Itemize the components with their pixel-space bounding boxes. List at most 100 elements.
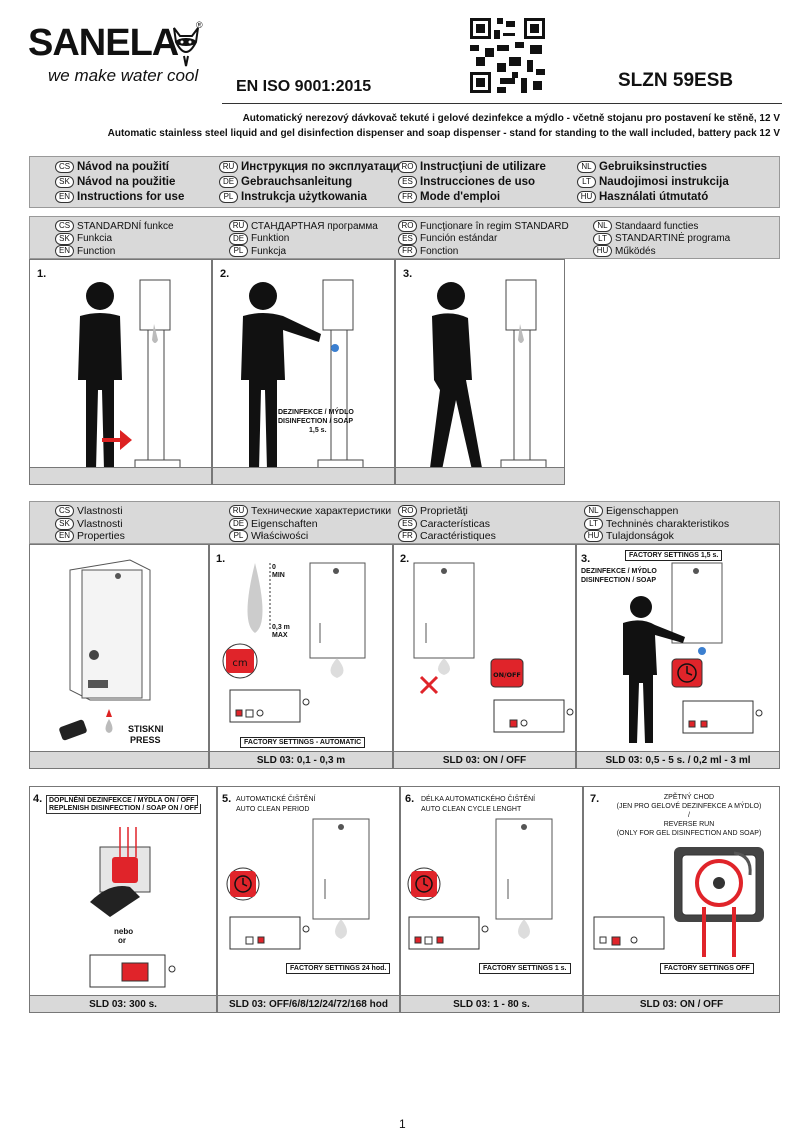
factory-settings-label: FACTORY SETTINGS - AUTOMATIC [240, 737, 366, 748]
language-text: Működés [615, 245, 656, 257]
language-text: Función estándar [420, 233, 498, 244]
setting-title-en: REPLENISH DISINFECTION / SOAP ON / OFF [46, 804, 202, 814]
language-text: Funkcja [251, 245, 287, 257]
language-code: DE [219, 176, 238, 188]
language-code: SK [55, 517, 74, 530]
control-board-icon [593, 916, 665, 950]
setting-caption-bar-5: SLD 03: OFF/6/8/12/24/72/168 hod [217, 995, 400, 1013]
subtitle-en: Automatic stainless steel liquid and gel… [107, 128, 780, 139]
brand-name: SANELA [28, 22, 179, 64]
setting-title-en: AUTO CLEAN CYCLE LENGHT [421, 806, 522, 813]
timer-button-icon [226, 867, 260, 901]
step-number: 3. [581, 553, 591, 565]
min-label: MIN [272, 572, 285, 579]
dose-label-3: 1,5 s. [309, 427, 327, 434]
language-code: FR [398, 245, 417, 257]
language-text: Instructions for use [77, 191, 185, 203]
language-code: NL [577, 161, 596, 173]
language-text: Naudojimosi instrukcija [599, 176, 729, 188]
language-code: SK [55, 176, 74, 188]
factory-settings-label: FACTORY SETTINGS 24 hod. [286, 963, 391, 974]
dispenser-overview-panel: STISKNI PRESS [29, 544, 209, 769]
title-line: (JEN PRO GELOVÉ DEZINFEKCE A MÝDLO) [616, 803, 762, 810]
arrow-icon [102, 430, 132, 450]
language-text: Fonction [420, 245, 459, 257]
language-text: Funcţionare în regim STANDARD [420, 220, 569, 232]
model-number: SLZN 59ESB [618, 70, 734, 91]
language-code: LT [577, 176, 596, 188]
dispenser-box-icon [312, 818, 370, 939]
title-line: ZPĚTNÝ CHOD [663, 794, 715, 801]
or-label: or [118, 936, 126, 945]
language-code: DE [229, 232, 248, 245]
setting-4-panel: 4. DOPLNĚNÍ DEZINFEKCE / MÝDLA ON / OFF … [29, 786, 217, 1013]
dispenser-stand-icon [317, 279, 364, 469]
step-number: 1. [37, 268, 47, 280]
language-text: STANDARDNÍ funkce [77, 220, 174, 232]
timer-button-icon [407, 867, 441, 901]
dispenser-box-icon [309, 562, 366, 678]
language-code: CS [55, 505, 74, 517]
prop-step-3-panel: 3. FACTORY SETTINGS 1,5 s. DEZINFEKCE / … [576, 544, 780, 769]
registered-mark: ® [196, 20, 203, 30]
step-number: 1. [216, 553, 226, 565]
language-code: HU [577, 191, 596, 203]
language-text: Techninės charakteristikos [606, 517, 730, 530]
language-code: CS [55, 161, 74, 173]
prop-caption-bar-0 [29, 751, 209, 769]
language-code: RU [219, 161, 238, 173]
language-code: ES [398, 176, 417, 188]
language-code: RU [229, 505, 248, 517]
pump-hand-icon [90, 827, 151, 917]
caption-text: SLD 03: 0,5 - 5 s. / 0,2 ml - 3 ml [605, 755, 751, 766]
step-2-panel: 2. DEZINFEKCE / MÝDLO DISINFECTION / SOA… [212, 259, 395, 485]
language-code: PL [229, 530, 248, 542]
language-code: EN [55, 191, 74, 203]
language-code: ES [398, 517, 417, 530]
max-label: MAX [272, 632, 288, 639]
language-text: Gebrauchsanleitung [241, 176, 353, 188]
setting-caption-bar-6: SLD 03: 1 - 80 s. [400, 995, 583, 1013]
caption-text: SLD 03: 0,1 - 0,3 m [256, 755, 346, 766]
step-3-caption-bar [395, 467, 565, 485]
step-2-caption-bar [212, 467, 395, 485]
language-code: EN [55, 245, 74, 257]
language-text: Инструкция по эксплуатации [241, 161, 407, 173]
language-text: Características [420, 517, 491, 530]
language-text: Instrucţiuni de utilizare [420, 161, 546, 173]
language-code: RO [398, 220, 417, 232]
language-text: Funktion [251, 233, 290, 244]
language-text: Vlastnosti [77, 517, 123, 530]
svg-text:cm: cm [232, 658, 247, 669]
min-zero: 0 [272, 564, 276, 571]
sensor-button-icon: cm [222, 643, 258, 679]
step-number: 3. [403, 268, 413, 280]
language-code: CS [55, 220, 74, 232]
person-bending-icon [623, 596, 685, 743]
dose-label-cs: DEZINFEKCE / MÝDLO [581, 568, 657, 575]
title-line: REVERSE RUN [663, 821, 715, 828]
press-label-en: PRESS [130, 735, 161, 745]
step-number: 2. [220, 268, 230, 280]
language-text: Технические характеристики [251, 505, 392, 517]
language-text: Gebruiksinstructies [599, 161, 708, 173]
prop-step-1-panel: 1. 0 MIN 0,3 m MAX cm FACTORY SETTINGS -… [209, 544, 393, 769]
prop-step-2-panel: 2. ON/OFF [393, 544, 576, 769]
drop-icon [105, 709, 113, 733]
qr-code-icon [470, 18, 545, 93]
caption-text: SLD 03: ON / OFF [442, 755, 527, 766]
dose-label-1: DEZINFEKCE / MÝDLO [278, 409, 354, 416]
brand-logo: SANELA we make water cool [28, 22, 208, 92]
factory-settings-label: FACTORY SETTINGS 1 s. [479, 963, 571, 974]
